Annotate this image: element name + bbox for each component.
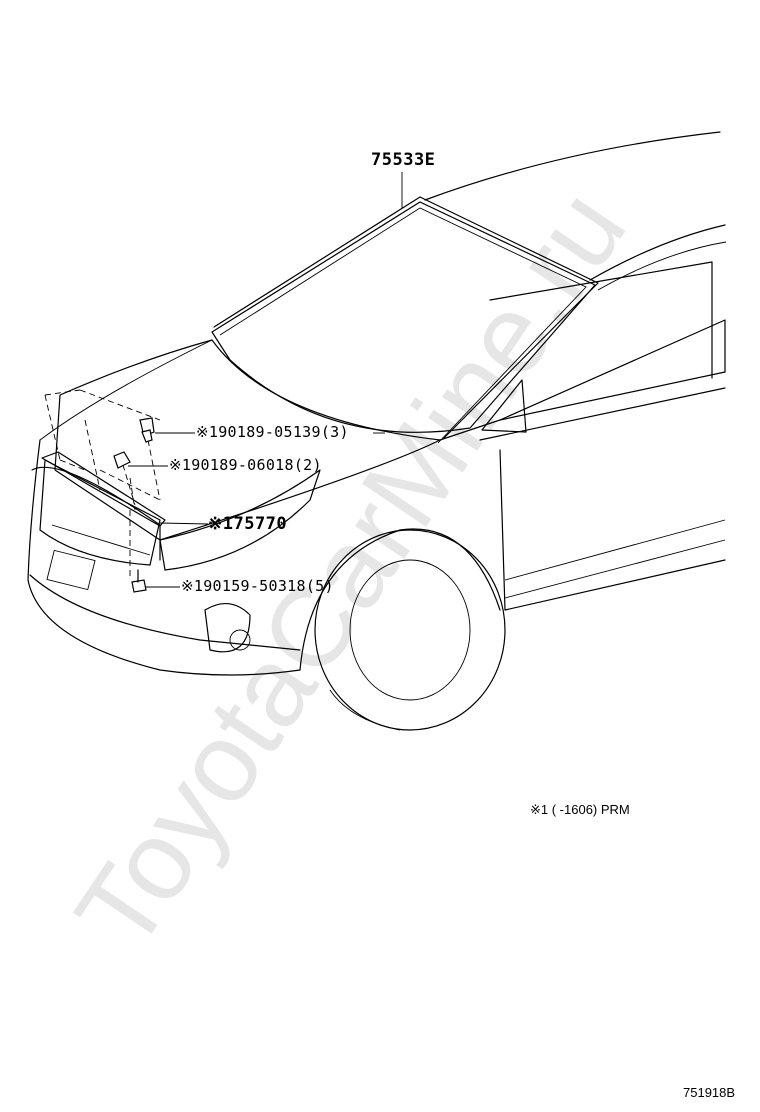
part-label-clip-mid: ※190189-06018(2)	[169, 456, 322, 474]
clip-leader-lines	[44, 389, 161, 578]
roof-outline	[424, 131, 721, 201]
leader-hood-molding	[159, 522, 209, 525]
clip-icon-mid	[113, 451, 131, 469]
roof-inner	[589, 224, 726, 281]
windshield-molding	[213, 196, 599, 439]
part-label-screw: ※190159-50318(5)	[181, 577, 334, 595]
side-mirror	[481, 379, 527, 433]
hood-outline	[54, 339, 441, 541]
front-fascia	[27, 439, 301, 676]
wheel-arch	[299, 528, 501, 671]
tire	[314, 529, 506, 731]
part-label-hood-molding: ※175770	[208, 514, 288, 534]
part-label-windshield-molding: 75533E	[371, 150, 436, 170]
grille	[39, 459, 161, 566]
clip-icon-upper	[139, 417, 155, 443]
headlamp	[159, 469, 321, 571]
screw-icon	[131, 569, 147, 593]
fog-lamp	[204, 603, 251, 653]
footnote: ※1 ( -1606) PRM	[530, 802, 630, 817]
hood-molding	[41, 451, 166, 527]
license-plate	[46, 549, 96, 591]
diagram-id: 751918B	[683, 1085, 736, 1100]
windshield	[211, 201, 596, 433]
part-label-clip-upper: ※190189-05139(3)	[196, 423, 349, 441]
